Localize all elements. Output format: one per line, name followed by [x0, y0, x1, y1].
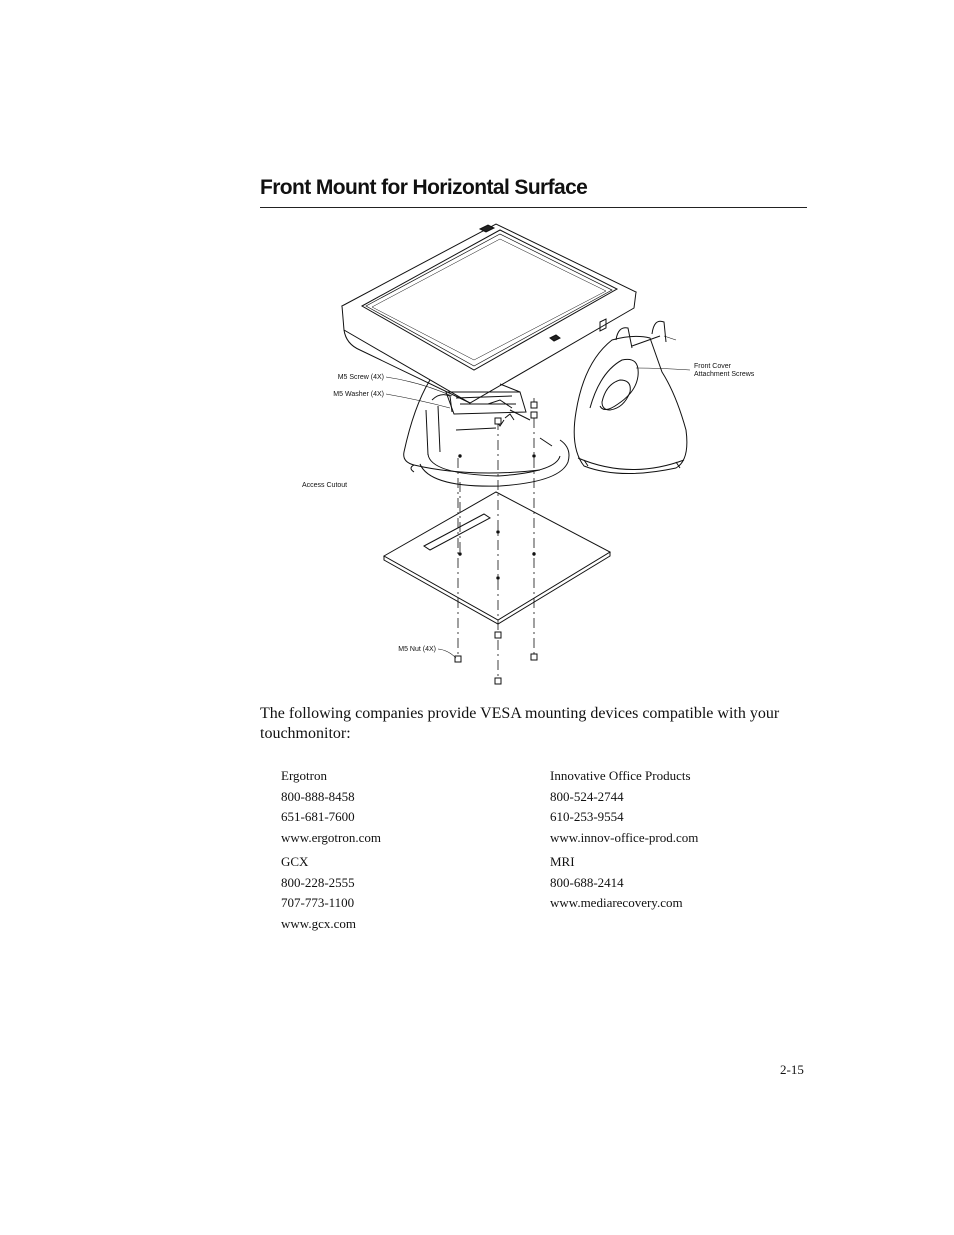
callout-front-cover-line2: Attachment Screws — [694, 371, 755, 378]
callout-m5-nut: M5 Nut (4X) — [398, 646, 436, 653]
vendor-name: GCX — [281, 854, 309, 869]
vendor-name: MRI — [550, 854, 575, 869]
callout-m5-screw: M5 Screw (4X) — [338, 374, 384, 381]
title-rule — [260, 207, 807, 208]
vendor-mri: MRI 800-688-2414 www.mediarecovery.com — [550, 852, 683, 914]
vendor-ergotron: Ergotron 800-888-8458 651-681-7600 www.e… — [281, 766, 381, 848]
leader-lines — [385, 335, 691, 659]
vendor-name: Innovative Office Products — [550, 768, 691, 783]
vendor-phone: 707-773-1100 — [281, 895, 355, 910]
vendor-phone: 610-253-9554 — [550, 809, 624, 824]
hardware-holes — [458, 454, 536, 580]
hardware-nuts — [454, 401, 538, 685]
vendor-phone: 800-228-2555 — [281, 874, 355, 890]
monitor-bezel — [341, 223, 638, 404]
alignment-lines — [457, 398, 535, 682]
mounting-plate — [382, 491, 612, 625]
stand-base — [403, 379, 570, 487]
vendor-innovative-office-products: Innovative Office Products 800-524-2744 … — [550, 766, 698, 848]
vendor-website: www.innov-office-prod.com — [550, 829, 699, 845]
vendor-website: www.ergotron.com — [281, 829, 382, 845]
callout-access-cutout: Access Cutout — [302, 482, 347, 489]
page-title: Front Mount for Horizontal Surface — [260, 176, 588, 199]
vendor-name: Ergotron — [281, 768, 327, 783]
vendor-phone: 800-524-2744 — [550, 788, 624, 804]
exploded-view-drawing: M5 Screw (4X) M5 Washer (4X) Access Cuto… — [302, 223, 755, 685]
callout-m5-washer: M5 Washer (4X) — [333, 391, 384, 398]
front-cover — [573, 320, 688, 474]
vendor-website: www.gcx.com — [281, 915, 356, 931]
vendor-phone: 800-888-8458 — [281, 788, 355, 804]
vendor-phone: 651-681-7600 — [281, 809, 355, 824]
vendor-gcx: GCX 800-228-2555 707-773-1100 www.gcx.co… — [281, 852, 356, 934]
vendor-website: www.mediarecovery.com — [550, 895, 683, 910]
intro-paragraph: The following companies provide VESA mou… — [260, 705, 780, 742]
page-number: 2-15 — [780, 1062, 804, 1077]
mounting-diagram: M5 Screw (4X) M5 Washer (4X) Access Cuto… — [290, 218, 790, 690]
callout-front-cover-line1: Front Cover — [694, 363, 732, 370]
vendor-phone: 800-688-2414 — [550, 874, 624, 890]
